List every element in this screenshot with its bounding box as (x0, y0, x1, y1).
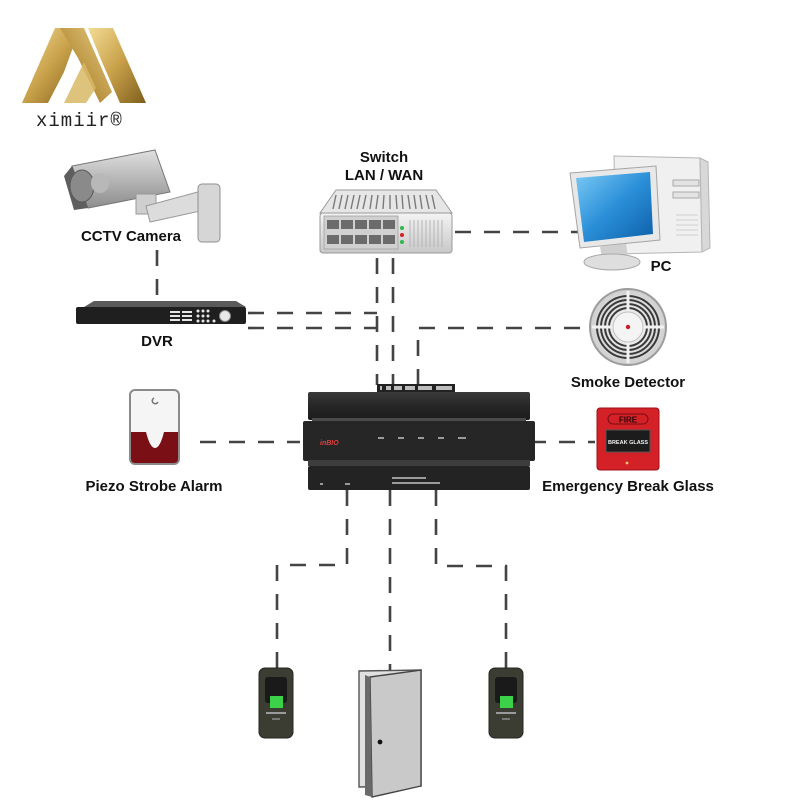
line-smoke-controller (416, 326, 590, 385)
network-switch-icon (319, 189, 453, 254)
reader-left-device[interactable] (258, 667, 294, 739)
brand-logo: ximiir® (22, 28, 146, 132)
line-controller-reader-left (275, 490, 349, 668)
fingerprint-reader-icon (488, 667, 524, 739)
dvr-device[interactable]: DVR (76, 301, 246, 350)
door-device[interactable] (358, 669, 422, 798)
reader-right-device[interactable] (488, 667, 524, 739)
cctv-camera-icon (64, 149, 221, 243)
desktop-computer-icon (569, 155, 711, 271)
strobe-alarm-icon (129, 389, 180, 465)
break-glass-panel-text: BREAK GLASS (608, 440, 648, 446)
logo-mark-center (60, 28, 112, 103)
dvr-recorder-icon (76, 301, 246, 324)
switch-label-line1: Switch (360, 149, 408, 166)
break-glass-label: Emergency Break Glass (542, 478, 714, 495)
cctv-device[interactable]: CCTV Camera (64, 149, 221, 245)
cctv-label: CCTV Camera (81, 228, 182, 245)
logo-mark-left (22, 28, 80, 103)
fingerprint-reader-icon (258, 667, 294, 739)
door-icon (358, 669, 422, 798)
pc-label: PC (651, 258, 672, 275)
piezo-alarm-device[interactable]: Piezo Strobe Alarm (86, 389, 223, 495)
connectors (155, 230, 595, 672)
access-controller-icon: inBIO (303, 384, 535, 490)
controller-brand-text: inBIO (320, 440, 339, 447)
line-controller-reader-right (434, 490, 508, 668)
dvr-label: DVR (141, 333, 173, 350)
logo-mark-inner (64, 62, 96, 103)
piezo-alarm-label: Piezo Strobe Alarm (86, 478, 223, 495)
pc-device[interactable]: PC (569, 155, 711, 275)
smoke-detector-device[interactable]: Smoke Detector (571, 288, 685, 391)
break-glass-fire-text: FIRE (619, 416, 638, 425)
smoke-detector-label: Smoke Detector (571, 374, 685, 391)
switch-device[interactable]: Switch LAN / WAN (319, 149, 453, 254)
controller-device[interactable]: inBIO (303, 384, 535, 490)
switch-label-line2: LAN / WAN (345, 167, 423, 184)
break-glass-device[interactable]: FIRE BREAK GLASS Emergency Break Glass (542, 407, 714, 495)
smoke-detector-icon (589, 288, 667, 366)
logo-mark-right (88, 28, 146, 103)
logo-text: ximiir® (36, 110, 123, 132)
break-glass-icon: FIRE BREAK GLASS (596, 407, 660, 471)
